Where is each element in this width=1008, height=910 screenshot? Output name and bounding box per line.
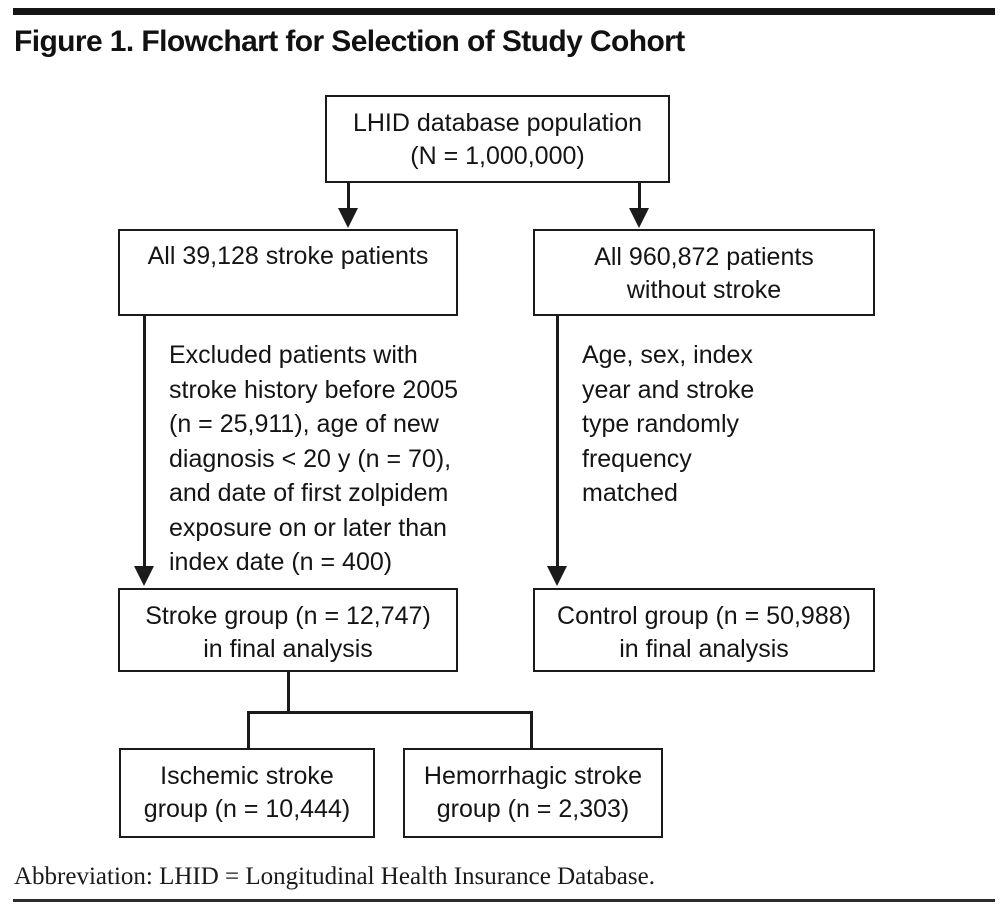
annotation-matching-criteria: Age, sex, index year and stroke type ran… [582,338,754,511]
node-hemorrhagic-group: Hemorrhagic stroke group (n = 2,303) [403,748,663,838]
edge-source-to-stroke-line [347,183,350,213]
annotation-line: year and stroke [582,375,755,404]
node-line: LHID database population [352,109,643,137]
node-line: in final analysis [203,635,373,663]
top-rule [13,8,995,15]
node-line: without stroke [626,276,782,304]
node-line: group (n = 2,303) [436,795,630,823]
node-line: Stroke group (n = 12,747) [145,602,431,630]
edge-split-to-hemorrhagic [530,711,533,749]
node-line: in final analysis [619,635,789,663]
annotation-line: exposure on or later than [169,513,447,542]
annotation-line: Age, sex, index [582,341,753,369]
edge-source-to-nonstroke-arrow [629,208,649,228]
node-line: Hemorrhagic stroke [423,762,643,790]
edge-split-stem [287,672,290,714]
node-control-final: Control group (n = 50,988) in final anal… [533,588,875,672]
node-line: Ischemic stroke [160,762,334,790]
annotation-line: frequency [582,444,692,473]
node-ischemic-group: Ischemic stroke group (n = 10,444) [119,748,375,838]
annotation-line: matched [582,479,678,507]
annotation-line: stroke history before 2005 [169,375,459,404]
edge-split-bar [247,711,533,714]
annotation-line: index date (n = 400) [169,548,393,576]
edge-stroke-to-final-line [143,316,146,570]
node-line: group (n = 10,444) [143,795,351,823]
node-line: All 39,128 stroke patients [147,242,429,270]
node-stroke-patients: All 39,128 stroke patients [118,229,458,316]
edge-split-to-ischemic [247,711,250,749]
node-source-population: LHID database population (N = 1,000,000) [325,95,670,183]
edge-nonstroke-to-control-line [556,316,559,570]
annotation-line: Excluded patients with [169,341,418,369]
node-line: (N = 1,000,000) [410,142,585,170]
edge-source-to-nonstroke-line [638,183,641,213]
page-title: Figure 1. Flowchart for Selection of Stu… [14,25,685,58]
edge-nonstroke-to-control-arrow [547,566,567,586]
node-line: All 960,872 patients [594,243,814,271]
edge-stroke-to-final-arrow [134,566,154,586]
node-nonstroke-patients: All 960,872 patients without stroke [533,229,875,316]
annotation-exclusion-criteria: Excluded patients with stroke history be… [169,338,458,580]
bottom-rule [13,899,995,902]
annotation-line: and date of first zolpidem [169,479,449,507]
annotation-line: type randomly [582,410,740,438]
figure-footnote: Abbreviation: LHID = Longitudinal Health… [14,863,655,890]
annotation-line: (n = 25,911), age of new [169,410,439,438]
edge-source-to-stroke-arrow [338,208,358,228]
node-stroke-final: Stroke group (n = 12,747) in final analy… [118,588,458,672]
node-line: Control group (n = 50,988) [557,602,851,630]
annotation-line: diagnosis < 20 y (n = 70), [169,444,452,473]
